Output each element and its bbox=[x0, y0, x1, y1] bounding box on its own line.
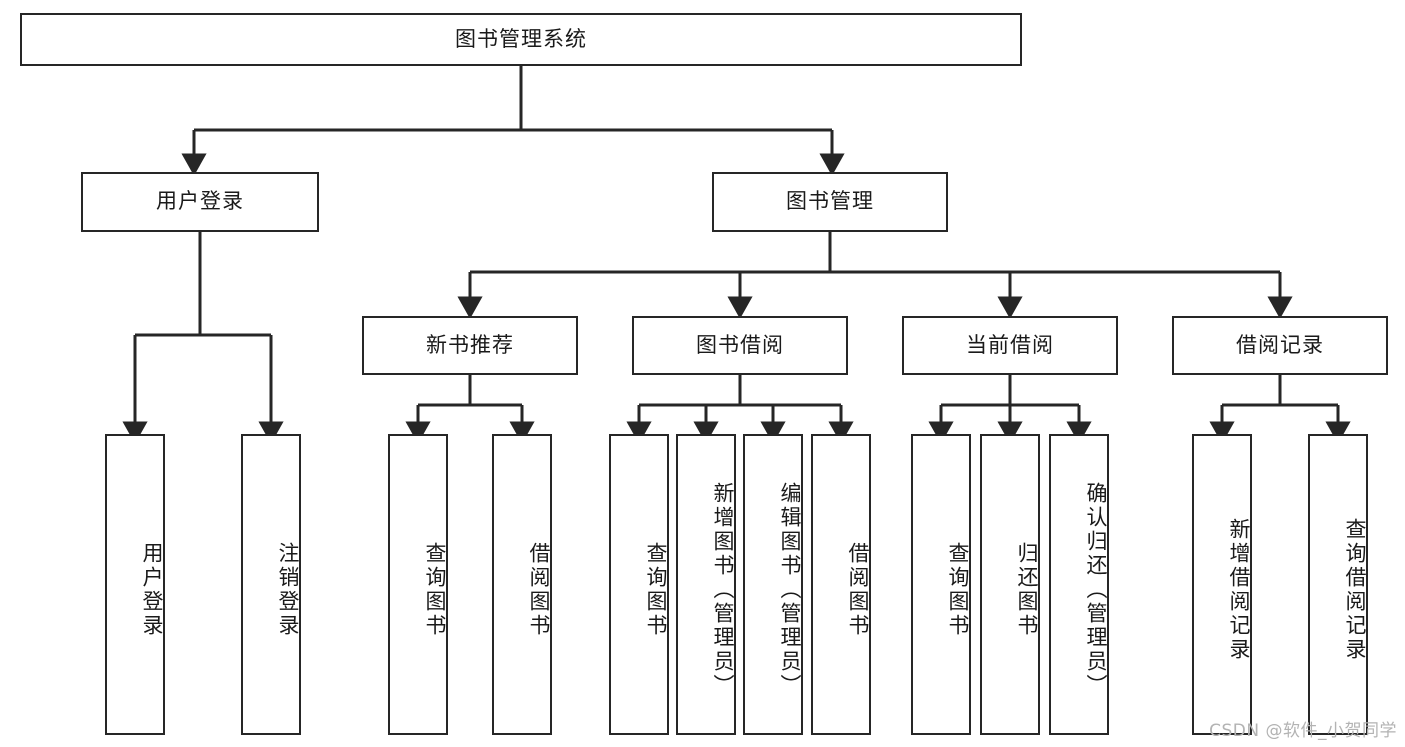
node-leaf-user-login[interactable]: 用户登录 bbox=[105, 434, 165, 735]
node-label: 借阅图书 bbox=[846, 541, 870, 638]
node-current-borrow[interactable]: 当前借阅 bbox=[902, 316, 1118, 375]
node-label: 查询图书 bbox=[946, 541, 970, 638]
node-leaf-borrow-book-1[interactable]: 借阅图书 bbox=[492, 434, 552, 735]
node-label: 确认归还（管理员） bbox=[1084, 481, 1108, 698]
node-root-system[interactable]: 图书管理系统 bbox=[20, 13, 1022, 66]
node-label: 新增图书（管理员） bbox=[711, 481, 735, 698]
node-leaf-add-book[interactable]: 新增图书（管理员） bbox=[676, 434, 736, 735]
node-leaf-query-book-3[interactable]: 查询图书 bbox=[911, 434, 971, 735]
node-leaf-borrow-book-2[interactable]: 借阅图书 bbox=[811, 434, 871, 735]
node-leaf-query-record[interactable]: 查询借阅记录 bbox=[1308, 434, 1368, 735]
node-label: 新书推荐 bbox=[426, 332, 514, 357]
node-leaf-confirm-return[interactable]: 确认归还（管理员） bbox=[1049, 434, 1109, 735]
node-leaf-user-logout[interactable]: 注销登录 bbox=[241, 434, 301, 735]
node-label: 图书管理系统 bbox=[455, 26, 587, 51]
node-label: 借阅图书 bbox=[527, 541, 551, 638]
node-leaf-return-book[interactable]: 归还图书 bbox=[980, 434, 1040, 735]
node-label: 归还图书 bbox=[1015, 541, 1039, 638]
node-book-borrow[interactable]: 图书借阅 bbox=[632, 316, 848, 375]
node-label: 用户登录 bbox=[140, 541, 164, 638]
node-label: 注销登录 bbox=[276, 541, 300, 638]
node-label: 借阅记录 bbox=[1236, 332, 1324, 357]
node-leaf-query-book-1[interactable]: 查询图书 bbox=[388, 434, 448, 735]
node-new-book-recommend[interactable]: 新书推荐 bbox=[362, 316, 578, 375]
node-label: 编辑图书（管理员） bbox=[778, 481, 802, 698]
node-user-login[interactable]: 用户登录 bbox=[81, 172, 319, 232]
node-label: 查询图书 bbox=[644, 541, 668, 638]
node-label: 用户登录 bbox=[156, 189, 244, 214]
node-label: 查询图书 bbox=[423, 541, 447, 638]
node-label: 当前借阅 bbox=[966, 332, 1054, 357]
node-label: 图书借阅 bbox=[696, 332, 784, 357]
node-label: 查询借阅记录 bbox=[1343, 517, 1367, 662]
node-label: 图书管理 bbox=[786, 189, 874, 214]
node-label: 新增借阅记录 bbox=[1227, 517, 1251, 662]
node-leaf-edit-book[interactable]: 编辑图书（管理员） bbox=[743, 434, 803, 735]
node-leaf-query-book-2[interactable]: 查询图书 bbox=[609, 434, 669, 735]
node-book-manage[interactable]: 图书管理 bbox=[712, 172, 948, 232]
node-borrow-record[interactable]: 借阅记录 bbox=[1172, 316, 1388, 375]
node-leaf-add-record[interactable]: 新增借阅记录 bbox=[1192, 434, 1252, 735]
